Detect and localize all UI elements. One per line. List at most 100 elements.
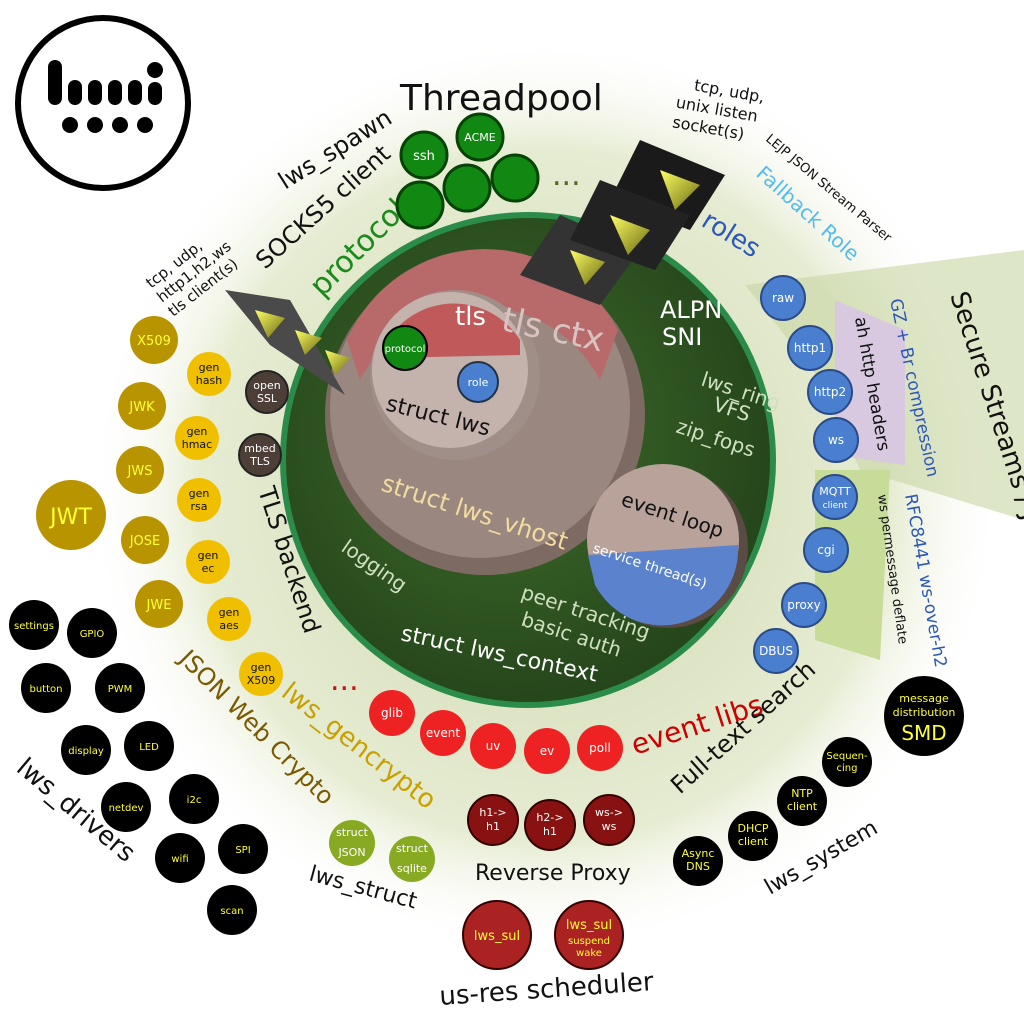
svg-text:ec: ec	[202, 562, 215, 575]
dbus-role: DBUS	[753, 628, 799, 674]
listen-socket-arrow	[520, 140, 725, 305]
svg-text:i2c: i2c	[187, 795, 202, 806]
thread-node	[442, 163, 492, 213]
svg-text:NTP: NTP	[791, 787, 813, 800]
x509-node: X509	[130, 316, 178, 364]
svg-text:http2: http2	[814, 385, 846, 399]
protocol-circle: protocol	[382, 325, 428, 371]
tls-label: tls	[455, 302, 486, 332]
svg-text:sqlite: sqlite	[397, 862, 427, 875]
svg-text:hmac: hmac	[182, 438, 212, 451]
svg-text:raw: raw	[772, 291, 794, 305]
event-libs-group: ... glib event uv ev poll	[330, 663, 623, 774]
ev-node: ev	[524, 728, 570, 774]
svg-text:JWS: JWS	[127, 464, 153, 479]
svg-text:protocol: protocol	[385, 344, 426, 355]
jwt-node: JWT	[36, 480, 106, 550]
svg-text:h1->: h1->	[479, 806, 506, 819]
http1-role: http1	[787, 325, 833, 371]
svg-text:struct: struct	[396, 842, 429, 855]
svg-text:SSL: SSL	[257, 392, 278, 405]
svg-text:DNS: DNS	[686, 860, 710, 873]
svg-text:message: message	[899, 692, 949, 705]
svg-text:h1: h1	[486, 820, 500, 833]
svg-text:MQTT: MQTT	[819, 485, 851, 498]
jose-node: JOSE	[121, 516, 169, 564]
svg-text:event: event	[426, 726, 460, 740]
svg-text:struct: struct	[336, 826, 369, 839]
svg-text:client: client	[787, 800, 818, 813]
svg-text:JWE: JWE	[146, 598, 172, 613]
h1-h1-node: h1->h1	[467, 794, 519, 846]
svg-text:netdev: netdev	[109, 803, 144, 814]
svg-text:ev: ev	[540, 744, 554, 758]
svg-text:gen: gen	[198, 549, 219, 562]
svg-text:role: role	[468, 376, 489, 389]
svg-text:h2->: h2->	[536, 811, 563, 824]
http2-role: http2	[807, 369, 853, 415]
svg-text:display: display	[68, 746, 104, 757]
svg-text:rsa: rsa	[191, 500, 208, 513]
svg-text:cing: cing	[837, 763, 858, 774]
display-driver: display	[61, 725, 111, 775]
svg-text:ACME: ACME	[464, 131, 496, 144]
svg-text:GPIO: GPIO	[80, 629, 105, 640]
svg-text:DBUS: DBUS	[759, 644, 793, 658]
svg-text:X509: X509	[247, 674, 276, 687]
i2c-driver: i2c	[169, 774, 219, 824]
threadpool-group: ssh ACME ...	[395, 112, 581, 230]
svg-text:settings: settings	[14, 621, 54, 632]
svg-text:gen: gen	[199, 361, 220, 374]
svg-text:glib: glib	[381, 706, 403, 720]
uv-node: uv	[470, 723, 516, 769]
svg-text:open: open	[253, 379, 280, 392]
led-driver: LED	[124, 721, 174, 771]
svg-text:wake: wake	[576, 948, 602, 959]
svg-text:cgi: cgi	[817, 543, 835, 557]
svg-text:lws_sul: lws_sul	[566, 918, 612, 933]
button-driver: button	[21, 663, 71, 713]
svg-text:JSON: JSON	[337, 846, 365, 859]
svg-text:lws_sul: lws_sul	[474, 929, 520, 944]
svg-text:SMD: SMD	[901, 721, 946, 745]
role-circle: role	[457, 361, 499, 403]
svg-text:DHCP: DHCP	[737, 822, 768, 835]
svg-text:gen: gen	[251, 661, 272, 674]
service-thread-band	[588, 545, 739, 626]
struct-sqlite-node: struct sqlite	[389, 836, 435, 882]
proxy-role: proxy	[781, 582, 827, 628]
svg-text:poll: poll	[589, 741, 611, 755]
svg-text:LED: LED	[139, 742, 159, 753]
svg-text:Sequen-: Sequen-	[826, 751, 868, 762]
svg-text:gen: gen	[187, 425, 208, 438]
thread-node	[395, 180, 445, 230]
event-libs-ellipsis: ...	[330, 663, 359, 698]
poll-node: poll	[577, 725, 623, 771]
svg-text:TLS: TLS	[249, 455, 270, 468]
svg-text:JWK: JWK	[128, 400, 155, 415]
glib-node: glib	[369, 690, 415, 736]
svg-text:http1: http1	[794, 341, 826, 355]
pwm-driver: PWM	[95, 663, 145, 713]
sni-label: SNI	[662, 323, 702, 351]
svg-text:proxy: proxy	[787, 598, 820, 612]
svg-text:distribution: distribution	[893, 706, 956, 719]
svg-text:gen: gen	[189, 487, 210, 500]
